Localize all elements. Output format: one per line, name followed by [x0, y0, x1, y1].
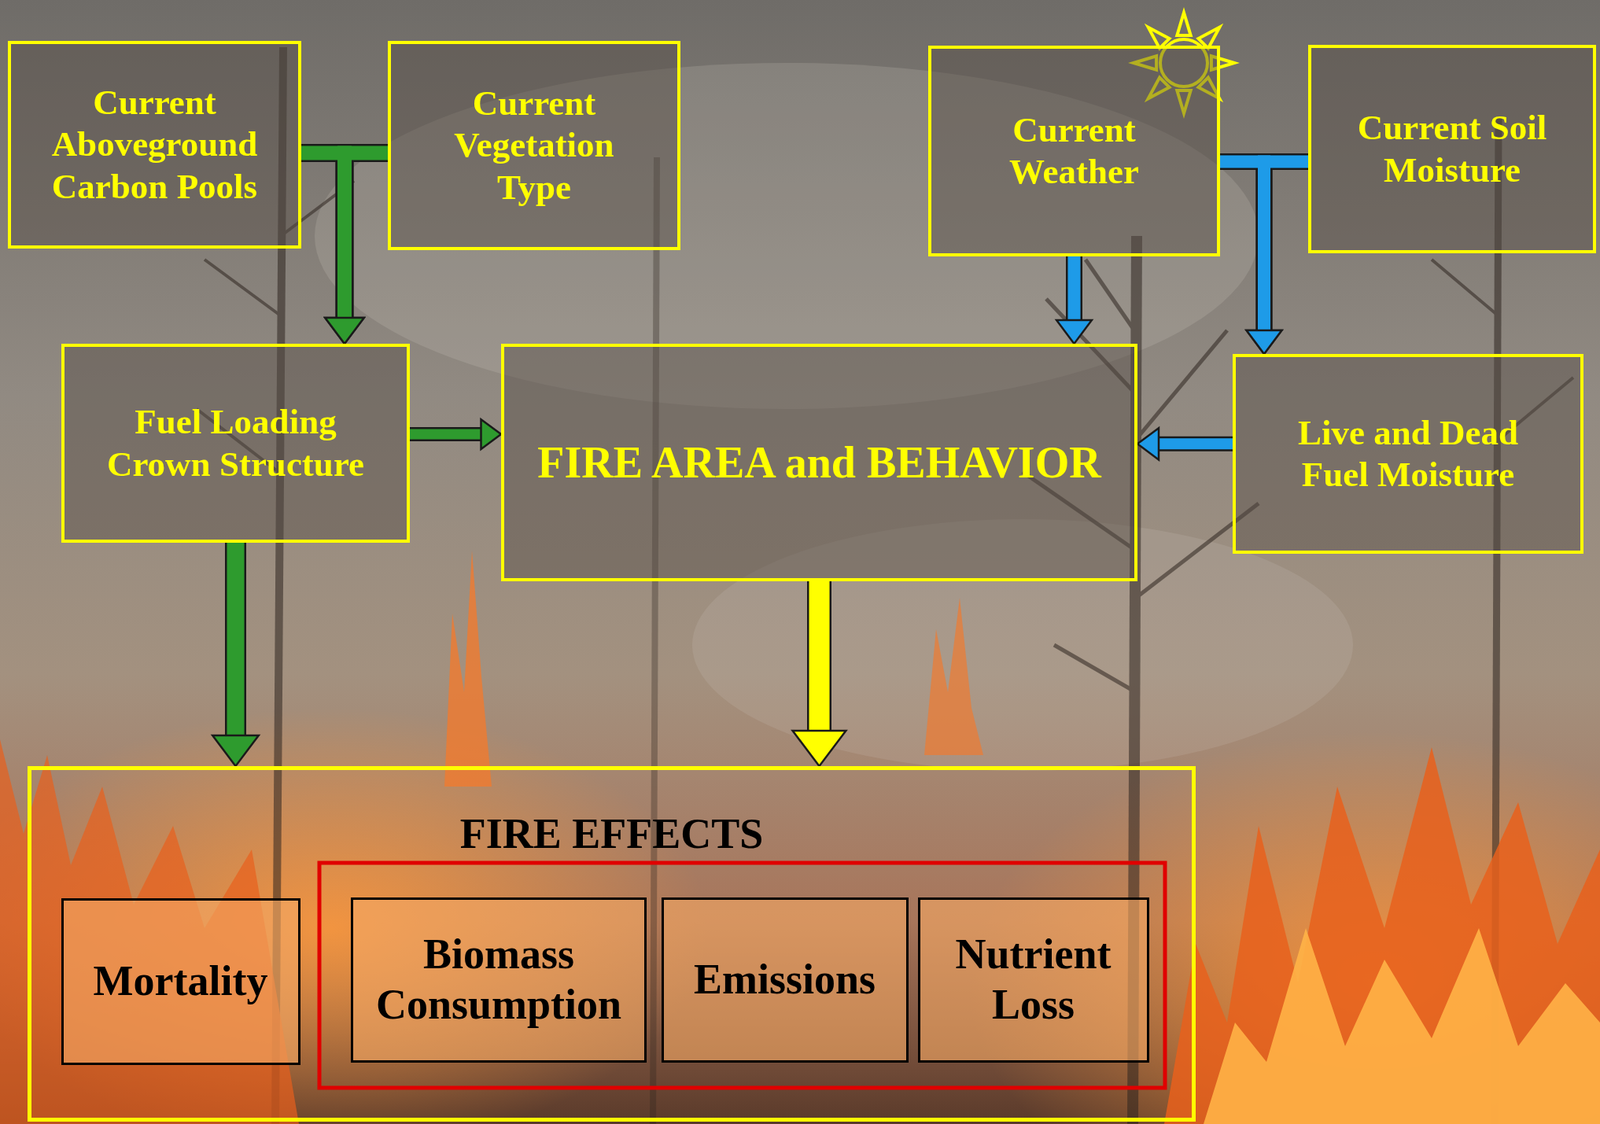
central-process-box: FIRE AREA and BEHAVIOR: [501, 343, 1138, 582]
arrow-outline: [1065, 256, 1083, 322]
box-label: Live and Dead Fuel Moisture: [1274, 412, 1542, 496]
arrow-shaft: [344, 153, 388, 320]
box-label: Current Soil Moisture: [1326, 106, 1578, 191]
input-box: Current Vegetation Type: [387, 40, 681, 251]
process-box: Live and Dead Fuel Moisture: [1232, 353, 1584, 554]
box-label: Current Aboveground Carbon Pools: [25, 81, 285, 207]
flow-arrow: [1137, 427, 1233, 460]
effect-box: Nutrient Loss: [917, 897, 1150, 1063]
group-outline: [319, 862, 1165, 1088]
box-label: Fuel Loading Crown Structure: [86, 401, 386, 485]
arrow-head: [1246, 330, 1283, 354]
box-label: FIRE AREA and BEHAVIOR: [537, 436, 1101, 489]
arrow-shaft: [1264, 161, 1309, 332]
fire-glow: [0, 707, 708, 1124]
box-label: Mortality: [70, 956, 292, 1007]
flow-arrow: [792, 581, 847, 767]
arrow-outline: [807, 581, 832, 733]
input-box: Current Aboveground Carbon Pools: [7, 40, 302, 249]
box-label: Current Vegetation Type: [416, 82, 653, 208]
flow-arrow: [324, 153, 388, 344]
input-box: Current Weather: [928, 45, 1221, 257]
group-heading: FIRE EFFECTS: [460, 809, 764, 860]
arrow-shaft: [809, 581, 830, 733]
arrow-outline: [1264, 161, 1309, 332]
arrow-head: [324, 317, 364, 344]
arrow-shaft: [1068, 256, 1081, 322]
arrow-outline: [409, 427, 483, 442]
arrow-head: [1246, 330, 1283, 354]
process-box: Fuel Loading Crown Structure: [61, 343, 410, 543]
arrow-outline: [1157, 436, 1233, 452]
arrow-head: [212, 735, 259, 767]
box-label: Emissions: [670, 954, 900, 1006]
arrow-head: [481, 419, 502, 450]
flow-arrow: [1056, 256, 1092, 344]
arrow-head: [1137, 427, 1159, 460]
flow-arrow: [1246, 161, 1309, 354]
box-label: Nutrient Loss: [927, 929, 1140, 1030]
input-box: Current Soil Moisture: [1308, 44, 1597, 254]
arrow-shaft: [1220, 161, 1265, 332]
flow-arrow: [409, 419, 502, 450]
effect-box: Emissions: [661, 897, 909, 1063]
arrow-shaft: [409, 429, 483, 440]
arrow-shaft: [1157, 438, 1233, 450]
flow-arrow: [301, 153, 365, 344]
effect-box: Biomass Consumption: [350, 897, 647, 1063]
arrow-head: [792, 730, 847, 767]
arrow-head: [1056, 320, 1092, 344]
effects-group-box: FIRE EFFECTS Mortality Biomass Consumption…: [27, 766, 1196, 1122]
box-label: Current Weather: [964, 109, 1185, 193]
arrow-shaft: [227, 542, 245, 738]
arrow-outline: [224, 542, 247, 738]
arrow-head: [324, 317, 364, 344]
arrow-outline: [344, 153, 388, 320]
effect-box: Mortality: [61, 898, 301, 1066]
flow-arrow: [212, 542, 259, 767]
box-label: Biomass Consumption: [364, 929, 633, 1030]
flow-arrow: [1220, 161, 1282, 354]
